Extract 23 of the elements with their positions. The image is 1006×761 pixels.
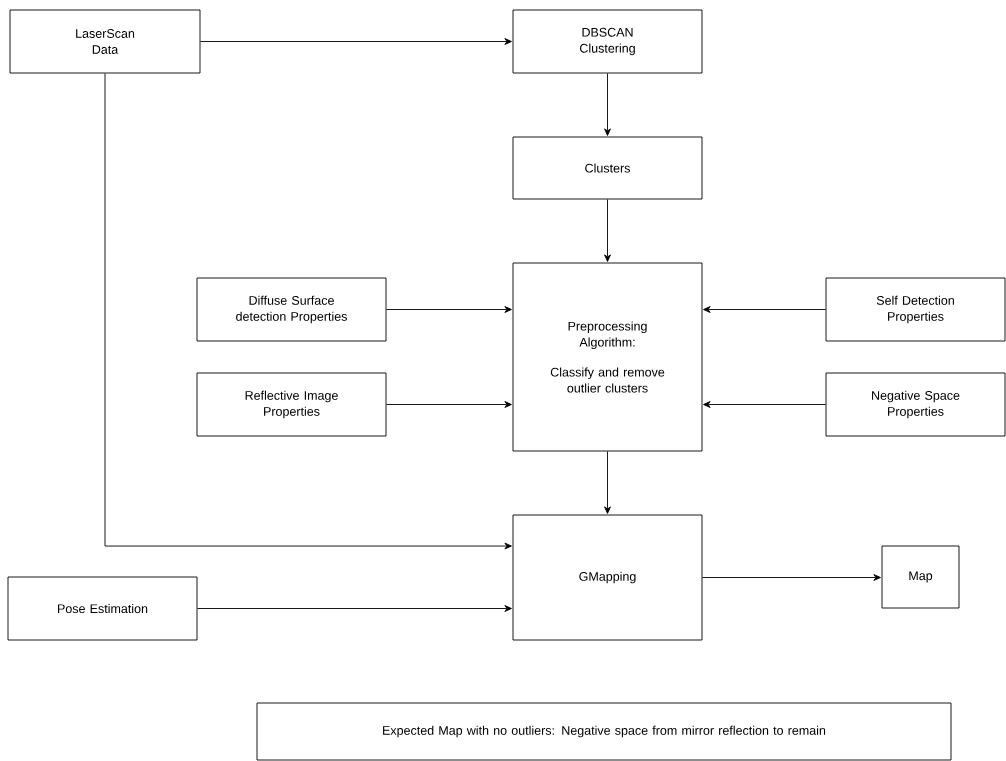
process-box: Negative Space Properties <box>825 372 1006 437</box>
process-box: Self Detection Properties <box>825 277 1006 342</box>
process-box: DBSCAN Clustering <box>512 9 703 74</box>
arrow <box>604 451 611 514</box>
arrow <box>703 401 826 408</box>
arrow <box>702 574 881 581</box>
arrow <box>200 38 512 45</box>
process-box: Diffuse Surface detection Properties <box>196 277 387 342</box>
process-box: Expected Map with no outliers: Negative space from mirror reflection to remain <box>256 702 952 761</box>
process-box: Preprocessing Algorithm: Classify and remove outlier clusters <box>512 262 703 452</box>
arrow <box>386 401 512 408</box>
arrow <box>604 73 611 136</box>
arrow <box>604 199 611 262</box>
process-box: Clusters <box>512 136 703 200</box>
arrow <box>386 306 512 313</box>
process-box: Reflective Image Properties <box>196 372 387 437</box>
process-box: Map <box>881 545 960 609</box>
process-box: LaserScan Data <box>9 9 201 74</box>
arrow <box>197 605 512 612</box>
arrow <box>703 306 826 313</box>
arrow <box>104 73 512 550</box>
process-box: GMapping <box>512 514 703 641</box>
process-box: Pose Estimation <box>7 576 198 641</box>
